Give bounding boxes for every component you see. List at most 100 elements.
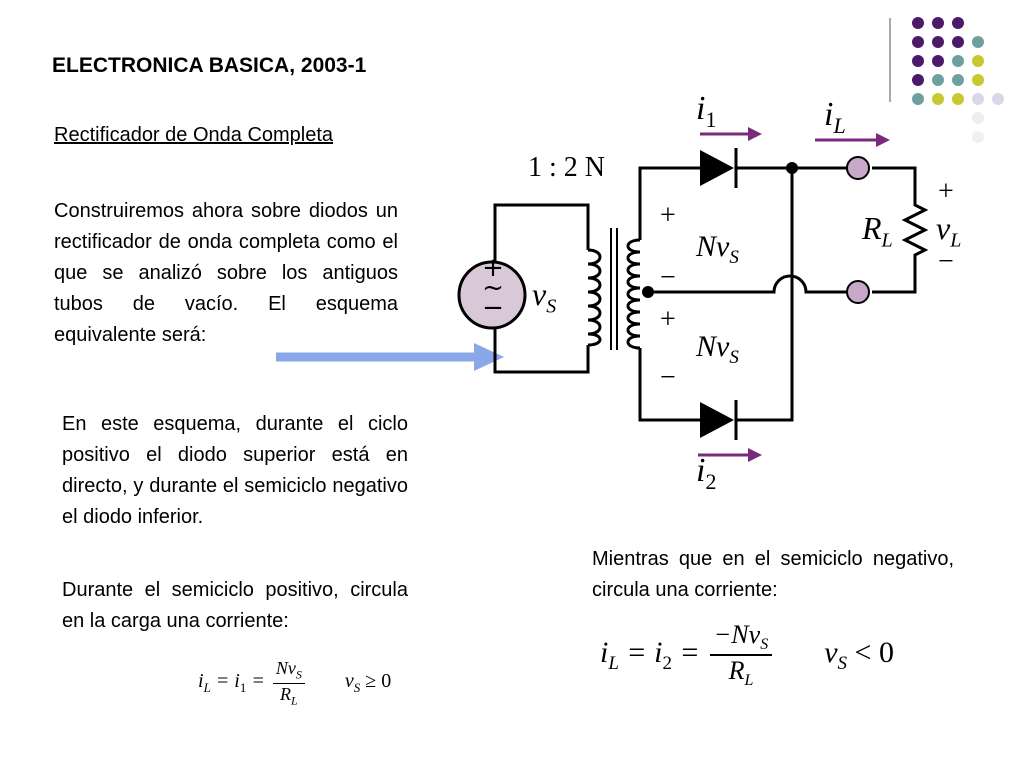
source-minus: −: [482, 293, 504, 323]
vs-subscript: S: [546, 295, 557, 318]
dot: [932, 17, 944, 29]
dot: [972, 74, 984, 86]
rl-subscript: L: [881, 229, 893, 252]
eq2-equals-i: = i: [618, 635, 663, 669]
eq1-lhs: iL: [198, 670, 211, 696]
i2-arrow-head: [748, 448, 762, 462]
eq1-den-subscript: L: [291, 693, 298, 708]
top-nvs-label: NvS: [696, 230, 739, 269]
load-resistor: [872, 195, 929, 294]
top-nvs-symbol: Nv: [696, 230, 730, 263]
eq2-lhs-symbol: i: [600, 635, 609, 669]
dot: [952, 36, 964, 48]
top-winding-plus: +: [660, 200, 676, 231]
output-terminal-top: [846, 156, 870, 180]
eq2-cond-subscript: S: [837, 652, 848, 674]
eq2-middle: = i2 =: [618, 635, 700, 675]
bottom-winding-plus: +: [660, 304, 676, 335]
dot: [972, 131, 984, 143]
dot: [992, 93, 1004, 105]
paragraph-intro: Construiremos ahora sobre diodos un rect…: [54, 200, 398, 346]
bottom-nvs-label: NvS: [696, 330, 739, 369]
secondary-bottom-lead: [638, 348, 700, 422]
primary-wire: [493, 203, 590, 374]
eq2-den-text: R: [728, 656, 745, 685]
eq1-condition: vS ≥ 0: [345, 670, 391, 696]
dot: [972, 112, 984, 124]
dot: [912, 36, 924, 48]
eq2-lhs-subscript: L: [608, 652, 619, 674]
iL-arrow-head: [876, 133, 890, 147]
i1-subscript: 1: [705, 106, 717, 132]
iL-label: iL: [824, 96, 846, 139]
eq1-cond-symbol: v: [344, 670, 354, 692]
source-tilde: ~: [482, 273, 504, 303]
bottom-diode-return: [736, 168, 794, 422]
dot: [912, 55, 924, 67]
i2-symbol: i: [696, 452, 706, 489]
dot: [972, 93, 984, 105]
dot: [972, 55, 984, 67]
turns-ratio-label: 1 : 2 N: [528, 152, 605, 183]
decorative-dot-grid: [880, 10, 1020, 160]
dot: [952, 17, 964, 29]
secondary-top-lead: [638, 166, 700, 240]
vs-label: vS: [532, 276, 556, 318]
eq1-lhs-symbol: i: [198, 670, 204, 692]
eq2-condition: vS < 0: [824, 636, 894, 675]
eq1-cond-subscript: S: [353, 680, 361, 695]
eq2-cond-symbol: v: [824, 635, 838, 669]
dot: [952, 93, 964, 105]
vl-minus: −: [938, 246, 954, 277]
top-winding-minus: −: [660, 262, 676, 293]
eq2-denominator: RL: [729, 656, 754, 690]
output-terminal-bottom: [846, 280, 870, 304]
i2-subscript: 2: [705, 468, 717, 494]
bottom-nvs-symbol: Nv: [696, 330, 730, 363]
eq2-numerator: −NvS: [709, 620, 773, 656]
eq1-num-text: Nv: [275, 657, 296, 678]
ac-source-icon: [457, 260, 527, 330]
bottom-diode-icon: [700, 402, 734, 438]
bottom-winding-minus: −: [660, 362, 676, 393]
eq1-middle: = i1 =: [211, 670, 265, 696]
primary-coil: [587, 248, 602, 347]
eq1-numerator: NvS: [272, 657, 305, 684]
iL-subscript: L: [833, 112, 846, 138]
dot: [932, 93, 944, 105]
equation-negative-cycle: iL = i2 = −NvS RL vS < 0: [600, 618, 950, 692]
equation-positive-cycle: iL = i1 = NvS RL vS ≥ 0: [198, 653, 438, 713]
i1-symbol: i: [696, 90, 706, 127]
center-tap-dot: [642, 286, 654, 298]
eq2-lhs: iL: [600, 636, 619, 675]
eq1-lhs-subscript: L: [203, 680, 211, 695]
slide-subtitle: Rectificador de Onda Completa: [54, 124, 334, 146]
eq2-cond-operator: < 0: [847, 635, 894, 669]
i1-arrow-head: [748, 127, 762, 141]
rl-top-wire: [872, 166, 917, 195]
vl-label: vL: [936, 210, 961, 252]
center-tap-wire: [648, 274, 858, 294]
eq1-equals: =: [246, 670, 265, 692]
vs-symbol: v: [532, 276, 547, 312]
i1-label: i1: [696, 90, 716, 133]
eq2-num-subscript: S: [760, 636, 769, 653]
eq1-i1-subscript: 1: [239, 680, 247, 695]
dot: [972, 36, 984, 48]
dot: [932, 74, 944, 86]
paragraph-positive-cycle: Durante el semiciclo positivo, circula e…: [62, 579, 408, 632]
dot-grid-svg: [889, 17, 1004, 143]
eq1-denominator: RL: [280, 684, 298, 709]
vl-symbol: v: [936, 210, 951, 246]
dot: [952, 74, 964, 86]
bottom-nvs-subscript: S: [729, 347, 739, 368]
rl-label: RL: [862, 210, 893, 252]
dot: [912, 74, 924, 86]
top-nvs-subscript: S: [729, 247, 739, 268]
eq2-equals: =: [672, 635, 700, 669]
dot: [932, 36, 944, 48]
dot: [932, 55, 944, 67]
source-plus: +: [482, 253, 504, 283]
slide-title: ELECTRONICA BASICA, 2003-1: [52, 54, 367, 77]
